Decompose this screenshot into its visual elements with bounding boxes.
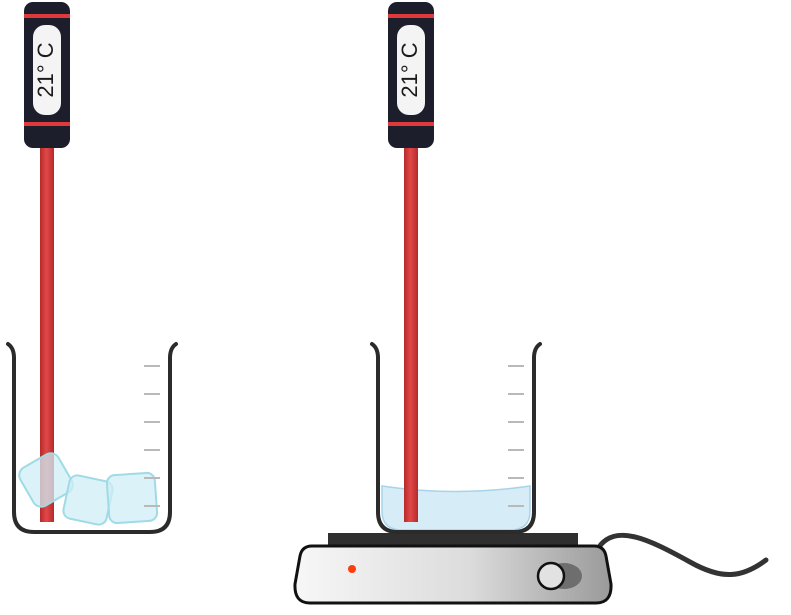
left-thermometer-reading: 21° C: [33, 42, 58, 97]
right-thermometer-band-top: [388, 14, 434, 18]
right-thermometer-display: [397, 25, 425, 115]
hot-plate-indicator-light: [348, 565, 356, 573]
right-beaker-graduations: [508, 365, 524, 507]
right-setup: 21° C: [293, 2, 769, 605]
left-thermometer: 21° C: [24, 2, 70, 148]
left-thermometer-band-bottom: [24, 122, 70, 126]
left-thermometer-probe: [40, 146, 54, 522]
ice-cube-3: [105, 471, 159, 525]
left-beaker-outline: [6, 342, 178, 534]
left-beaker-graduations: [144, 365, 160, 507]
hot-plate-body: [293, 544, 613, 605]
left-thermometer-display: [33, 25, 61, 115]
hot-plate: [293, 533, 613, 605]
hot-plate-top: [328, 533, 578, 547]
hot-plate-cord: [593, 532, 769, 577]
right-thermometer-probe: [404, 146, 418, 522]
ice-cube-1: [18, 452, 74, 508]
left-setup: 21° C: [6, 2, 178, 534]
right-beaker: [370, 342, 542, 534]
right-thermometer-reading: 21° C: [397, 42, 422, 97]
hot-plate-knob: [536, 561, 566, 591]
left-ice-cubes: [18, 452, 159, 526]
right-thermometer-band-bottom: [388, 122, 434, 126]
left-beaker: [6, 342, 178, 534]
right-beaker-water: [381, 485, 531, 531]
right-thermometer: 21° C: [388, 2, 434, 148]
left-thermometer-band-top: [24, 14, 70, 18]
right-beaker-outline: [370, 342, 542, 534]
